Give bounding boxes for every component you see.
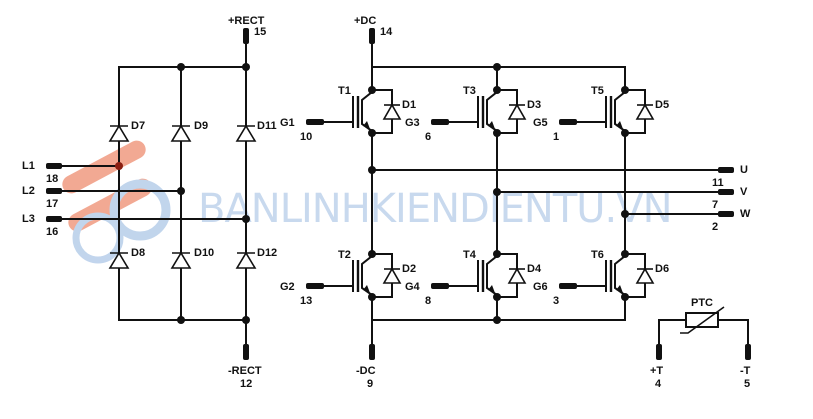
ptc-wire-left — [658, 319, 687, 347]
dc-plus-pin: 14 — [380, 26, 393, 38]
dc-minus-terminal — [369, 344, 375, 360]
rect-minus-terminal — [243, 344, 249, 360]
gate-pin-g4: 8 — [425, 295, 431, 307]
rect-plus-label: +RECT — [228, 15, 265, 27]
diode-d8-label: D8 — [131, 247, 145, 259]
ptc-label: PTC — [691, 297, 713, 309]
dc-minus-label: -DC — [356, 365, 376, 377]
igbt-label-t4: T4 — [463, 249, 477, 261]
ptc-wire-right — [717, 319, 749, 347]
output-v-terminal — [718, 189, 734, 195]
diode-label-d6: D6 — [655, 263, 669, 275]
diode-label-d3: D3 — [527, 99, 541, 111]
diode-d12-label: D12 — [257, 247, 277, 259]
gate-label-g5: G5 — [533, 117, 548, 129]
output-u-terminal — [718, 167, 734, 173]
dc-plus-label: +DC — [354, 15, 376, 27]
input-l2-terminal — [46, 188, 62, 194]
diode-d9-label: D9 — [194, 120, 208, 132]
output-w-terminal — [718, 211, 734, 217]
diode-label-d5: D5 — [655, 99, 669, 111]
dc-plus-terminal — [369, 28, 375, 44]
gate-pin-g2: 13 — [300, 295, 312, 307]
diode-d12: D12 — [235, 247, 277, 269]
watermark-logo-icon — [62, 140, 171, 264]
rect-plus-pin: 15 — [254, 26, 266, 38]
gate-pin-g1: 10 — [300, 131, 312, 143]
gate-label-g4: G4 — [405, 281, 421, 293]
gate-label-g1: G1 — [280, 117, 295, 129]
input-l3-pin: 16 — [46, 226, 58, 238]
diode-d8: D8 — [108, 247, 145, 269]
gate-terminal-g5 — [559, 119, 577, 125]
inverter-bridge: +DC 14 -DC 9 U 11 V 7 W 2 T1D1G110T3D3G3… — [280, 15, 751, 390]
rectifier-bridge: +RECT 15 -RECT 12 D7 D9 D11 D8 D — [22, 15, 277, 390]
igbt-label-t5: T5 — [591, 85, 604, 97]
watermark-text: BANLINHKIENDIENTU.VN — [198, 186, 672, 232]
output-u-label: U — [740, 164, 748, 176]
rect-minus-pin: 12 — [240, 378, 252, 390]
diode-label-d1: D1 — [402, 99, 416, 111]
gate-terminal-g4 — [431, 283, 449, 289]
input-l3-terminal — [46, 216, 62, 222]
diode-d9: D9 — [170, 120, 208, 142]
gate-terminal-g3 — [431, 119, 449, 125]
gate-label-g3: G3 — [405, 117, 420, 129]
gate-label-g2: G2 — [280, 281, 295, 293]
input-l2-pin: 17 — [46, 198, 58, 210]
ptc-plus-label: +T — [650, 365, 663, 377]
diode-d7-label: D7 — [131, 120, 145, 132]
diode-label-d2: D2 — [402, 263, 416, 275]
gate-terminal-g1 — [306, 119, 324, 125]
input-l1-label: L1 — [22, 160, 35, 172]
diode-d10-label: D10 — [194, 247, 214, 259]
gate-pin-g5: 1 — [553, 131, 559, 143]
ptc-plus-pin: 4 — [655, 378, 662, 390]
input-l1-pin: 18 — [46, 173, 58, 185]
output-w-pin: 2 — [712, 221, 718, 233]
igbt-label-t2: T2 — [338, 249, 351, 261]
gate-terminal-g6 — [559, 283, 577, 289]
input-l2-label: L2 — [22, 185, 35, 197]
diode-d11-label: D11 — [257, 120, 277, 132]
ptc-minus-pin: 5 — [744, 378, 750, 390]
rect-plus-terminal — [243, 28, 249, 44]
ptc-thermal-slash — [680, 306, 725, 334]
diode-d7: D7 — [108, 120, 145, 142]
ptc-thermistor: PTC +T 4 -T 5 — [650, 297, 751, 390]
input-l1-terminal — [46, 163, 62, 169]
igbt-label-t3: T3 — [463, 85, 476, 97]
gate-terminal-g2 — [306, 283, 324, 289]
diode-d11: D11 — [235, 120, 277, 142]
output-v-label: V — [740, 186, 748, 198]
diode-label-d4: D4 — [527, 263, 542, 275]
diode-d10: D10 — [170, 247, 214, 269]
output-w-label: W — [740, 208, 751, 220]
watermark: BANLINHKIENDIENTU.VN — [62, 140, 673, 264]
output-v-pin: 7 — [712, 199, 718, 211]
gate-pin-g3: 6 — [425, 131, 431, 143]
gate-label-g6: G6 — [533, 281, 548, 293]
input-l3-label: L3 — [22, 213, 35, 225]
dc-minus-pin: 9 — [367, 378, 373, 390]
gate-pin-g6: 3 — [553, 295, 559, 307]
rect-minus-label: -RECT — [228, 365, 262, 377]
ptc-minus-terminal — [745, 344, 751, 360]
igbt-label-t6: T6 — [591, 249, 604, 261]
output-u-pin: 11 — [712, 177, 724, 189]
ptc-minus-label: -T — [740, 365, 751, 377]
ptc-plus-terminal — [656, 344, 662, 360]
igbt-label-t1: T1 — [338, 85, 351, 97]
